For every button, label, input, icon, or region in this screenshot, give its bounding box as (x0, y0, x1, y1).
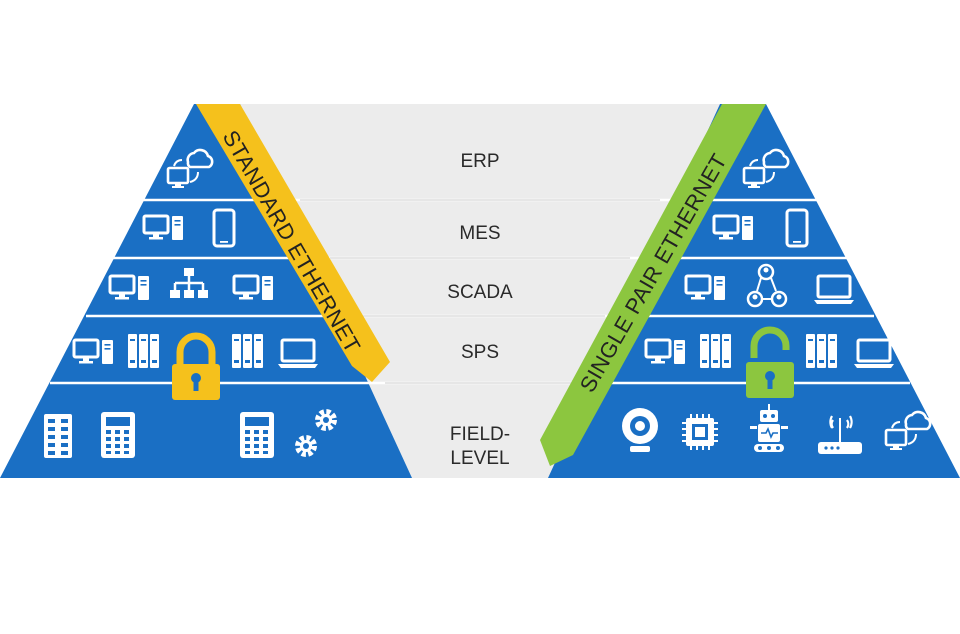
level-label-level: LEVEL (450, 448, 510, 469)
standard-ethernet-band (196, 104, 390, 382)
plc-module-icon (128, 334, 159, 368)
level-label-field: FIELD- (449, 424, 511, 445)
calculator-icon (101, 412, 135, 458)
level-label-sps: SPS (460, 342, 500, 363)
calculator-icon (240, 412, 274, 458)
network-hierarchy-icon (170, 268, 208, 298)
single-pair-ethernet-band (540, 104, 766, 466)
people-network-icon (746, 263, 788, 308)
plc-module-icon (700, 334, 731, 368)
padlock-closed-icon (172, 332, 220, 400)
level-label-scada: SCADA (447, 282, 513, 303)
level-label-mes: MES (459, 223, 501, 244)
level-label-field-level: FIELD- LEVEL (400, 423, 560, 471)
webcam-icon (622, 408, 658, 452)
robot-icon (750, 404, 788, 452)
padlock-open-icon (746, 326, 794, 398)
plc-module-icon (232, 334, 263, 368)
wifi-router-icon (818, 415, 862, 454)
level-label-erp: ERP (460, 151, 500, 172)
plc-module-icon (806, 334, 837, 368)
chip-icon (682, 414, 718, 450)
io-module-icon (44, 414, 72, 458)
